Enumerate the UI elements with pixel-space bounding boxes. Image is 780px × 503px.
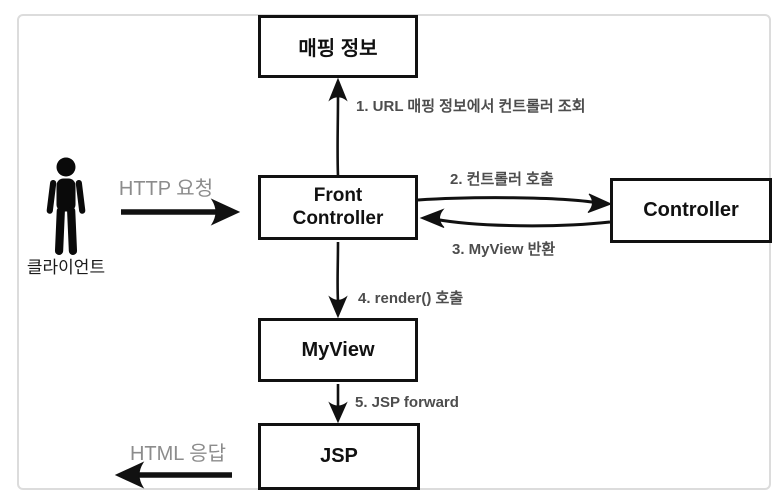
myview-box: MyView — [258, 318, 418, 382]
myview-label: MyView — [301, 338, 375, 361]
step2-label: 2. 컨트롤러 호출 — [450, 171, 554, 188]
html-response-label: HTML 응답 — [129, 443, 227, 465]
arrow-http-request — [121, 198, 241, 226]
mapping-info-label: 매핑 정보 — [298, 38, 378, 60]
arrow-step5-down — [328, 383, 348, 424]
controller-label: Controller — [643, 199, 739, 221]
step1-label: 1. URL 매핑 정보에서 컨트롤러 조회 — [356, 98, 586, 115]
arrow-step3-left — [419, 208, 611, 228]
client-label: 클라이언트 — [26, 258, 106, 277]
step4-label: 4. render() 호출 — [358, 290, 464, 307]
front-controller-box: Front Controller — [258, 175, 418, 240]
arrow-step4-down — [328, 241, 348, 319]
controller-box: Controller — [610, 178, 772, 243]
http-request-label: HTTP 요청 — [118, 178, 214, 200]
arrow-step1-up — [328, 77, 348, 177]
arrow-step2-right — [417, 193, 613, 213]
mapping-info-box: 매핑 정보 — [258, 15, 418, 78]
step5-label: 5. JSP forward — [355, 394, 459, 411]
jsp-label: JSP — [320, 445, 358, 467]
arrow-html-response — [114, 461, 232, 489]
diagram-panel-border — [17, 14, 771, 490]
jsp-box: JSP — [258, 423, 420, 490]
front-controller-label: Front Controller — [292, 184, 384, 229]
step3-label: 3. MyView 반환 — [452, 241, 556, 258]
client-person-icon — [46, 157, 86, 255]
